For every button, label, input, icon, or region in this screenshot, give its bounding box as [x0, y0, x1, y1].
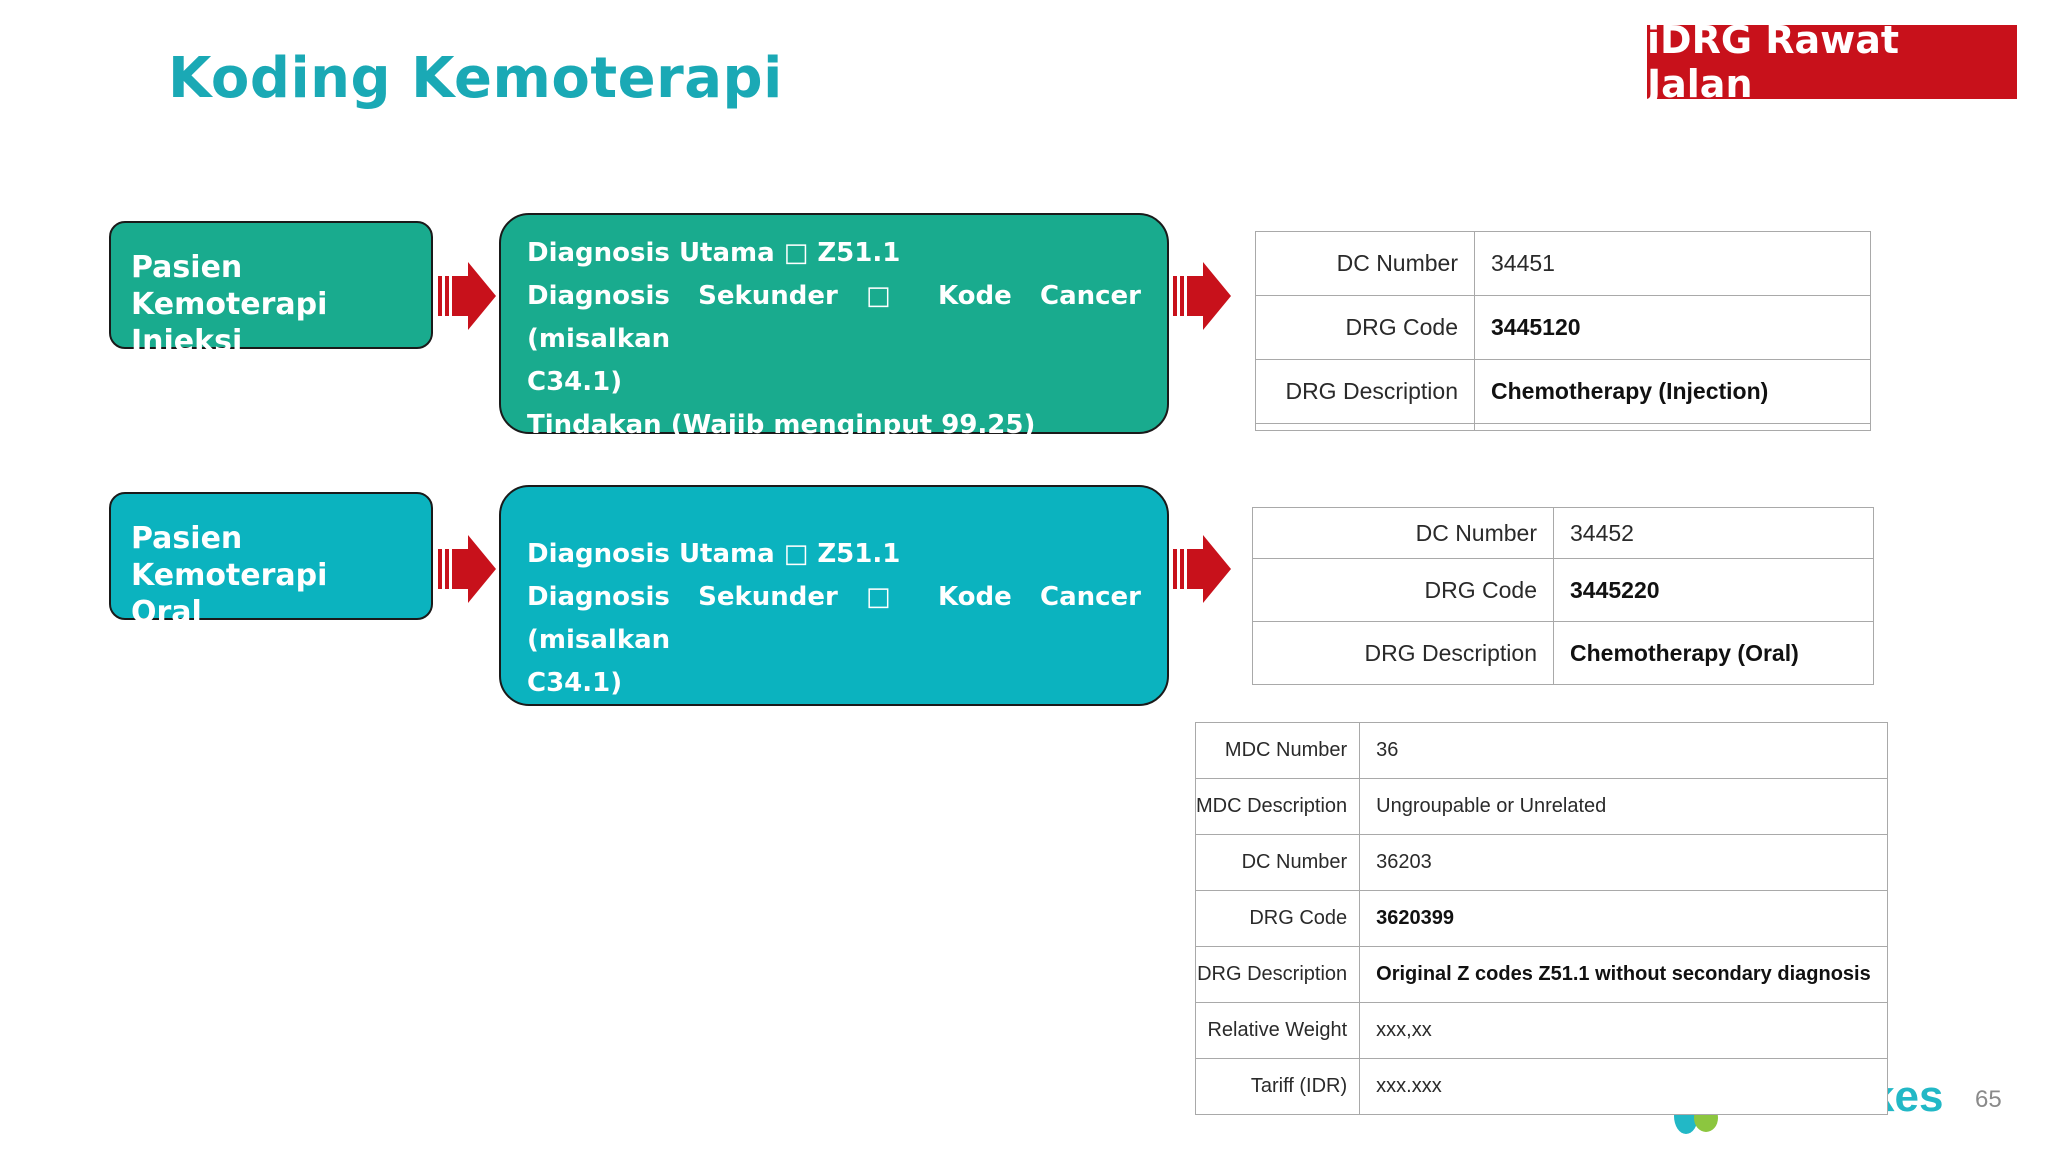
table-label: Tariff (IDR): [1194, 1058, 1361, 1115]
table-value: 3445220: [1553, 558, 1874, 622]
table-label: DC Number: [1194, 834, 1361, 891]
table-value: 34452: [1553, 507, 1874, 559]
table-value: 36203: [1359, 834, 1888, 891]
diagnosis-injection-box: Diagnosis Utama □ Z51.1 Diagnosis Sekund…: [499, 213, 1169, 440]
table-label: MDC Description: [1194, 778, 1361, 835]
table-value: xxx,xx: [1359, 1002, 1888, 1059]
table-row: Relative Weight xxx,xx: [1194, 1002, 1888, 1059]
table-value: 34451: [1474, 231, 1871, 296]
table-value: Chemotherapy (Injection): [1474, 359, 1871, 424]
table-label: MDC Number: [1194, 722, 1361, 779]
table-value: Ungroupable or Unrelated: [1359, 778, 1888, 835]
table-row: DRG Code 3445120: [1255, 295, 1871, 360]
table-row: Tariff (IDR) xxx.xxx: [1194, 1058, 1888, 1115]
table-value: 3445120: [1474, 295, 1871, 360]
table-label: DRG Code: [1252, 558, 1554, 622]
table-value: xxx.xxx: [1359, 1058, 1888, 1115]
table-row: DC Number 34452: [1252, 507, 1874, 559]
table-row: DRG Description Chemotherapy (Injection): [1255, 359, 1871, 424]
table-row: [1255, 423, 1871, 431]
table-label: DRG Description: [1255, 359, 1475, 424]
table-label: DRG Code: [1255, 295, 1475, 360]
drg-oral-table: DC Number 34452 DRG Code 3445220 DRG Des…: [1252, 507, 1874, 685]
table-value: Chemotherapy (Oral): [1553, 621, 1874, 685]
table-label: DRG Code: [1194, 890, 1361, 947]
patient-oral-line-2: Oral: [131, 595, 202, 630]
table-row: DRG Description Original Z codes Z51.1 w…: [1194, 946, 1888, 1003]
diagnosis-oral-box: Diagnosis Utama □ Z51.1 Diagnosis Sekund…: [499, 485, 1169, 706]
table-label: DC Number: [1255, 231, 1475, 296]
arrow-right-icon: [438, 535, 496, 603]
table-row: MDC Number 36: [1194, 722, 1888, 779]
table-label: DC Number: [1252, 507, 1554, 559]
table-label: DRG Description: [1252, 621, 1554, 685]
slide-title: Koding Kemoterapi: [168, 46, 783, 111]
patient-injection-line-1: Pasien Kemoterapi: [131, 250, 328, 322]
ungroupable-drg-table: MDC Number 36 MDC Description Ungroupabl…: [1194, 722, 1888, 1115]
table-row: DC Number 34451: [1255, 231, 1871, 296]
arrow-right-icon: [1173, 262, 1231, 330]
diagnosis-injection-line-4: Tindakan (Wajib menginput 99.25): [527, 410, 1036, 440]
diagnosis-injection-line-2: Diagnosis Sekunder □ Kode Cancer (misalk…: [527, 281, 1141, 354]
table-value: 3620399: [1359, 890, 1888, 947]
diagnosis-oral-line-1: Diagnosis Utama □ Z51.1: [527, 539, 901, 569]
drg-injection-table: DC Number 34451 DRG Code 3445120 DRG Des…: [1255, 231, 1871, 431]
table-value: Original Z codes Z51.1 without secondary…: [1359, 946, 1888, 1003]
table-value: 36: [1359, 722, 1888, 779]
table-row: MDC Description Ungroupable or Unrelated: [1194, 778, 1888, 835]
table-row: DRG Description Chemotherapy (Oral): [1252, 621, 1874, 685]
idrg-rawat-jalan-badge: iDRG Rawat Jalan: [1647, 18, 2017, 106]
patient-injection-line-2: Injeksi: [131, 324, 243, 359]
patient-oral-line-1: Pasien Kemoterapi: [131, 521, 328, 593]
patient-oral-box: Pasien Kemoterapi Oral: [109, 492, 433, 630]
page-number: 65: [1975, 1086, 2002, 1113]
table-label: Relative Weight: [1194, 1002, 1361, 1059]
diagnosis-oral-line-3: C34.1): [527, 668, 623, 698]
table-row: DRG Code 3620399: [1194, 890, 1888, 947]
arrow-right-icon: [438, 262, 496, 330]
patient-injection-box: Pasien Kemoterapi Injeksi: [109, 221, 433, 359]
arrow-right-icon: [1173, 535, 1231, 603]
diagnosis-injection-line-3: C34.1): [527, 367, 623, 397]
diagnosis-injection-line-1: Diagnosis Utama □ Z51.1: [527, 238, 901, 268]
table-row: DC Number 36203: [1194, 834, 1888, 891]
table-row: DRG Code 3445220: [1252, 558, 1874, 622]
diagnosis-oral-line-2: Diagnosis Sekunder □ Kode Cancer (misalk…: [527, 582, 1141, 655]
table-label: DRG Description: [1194, 946, 1361, 1003]
